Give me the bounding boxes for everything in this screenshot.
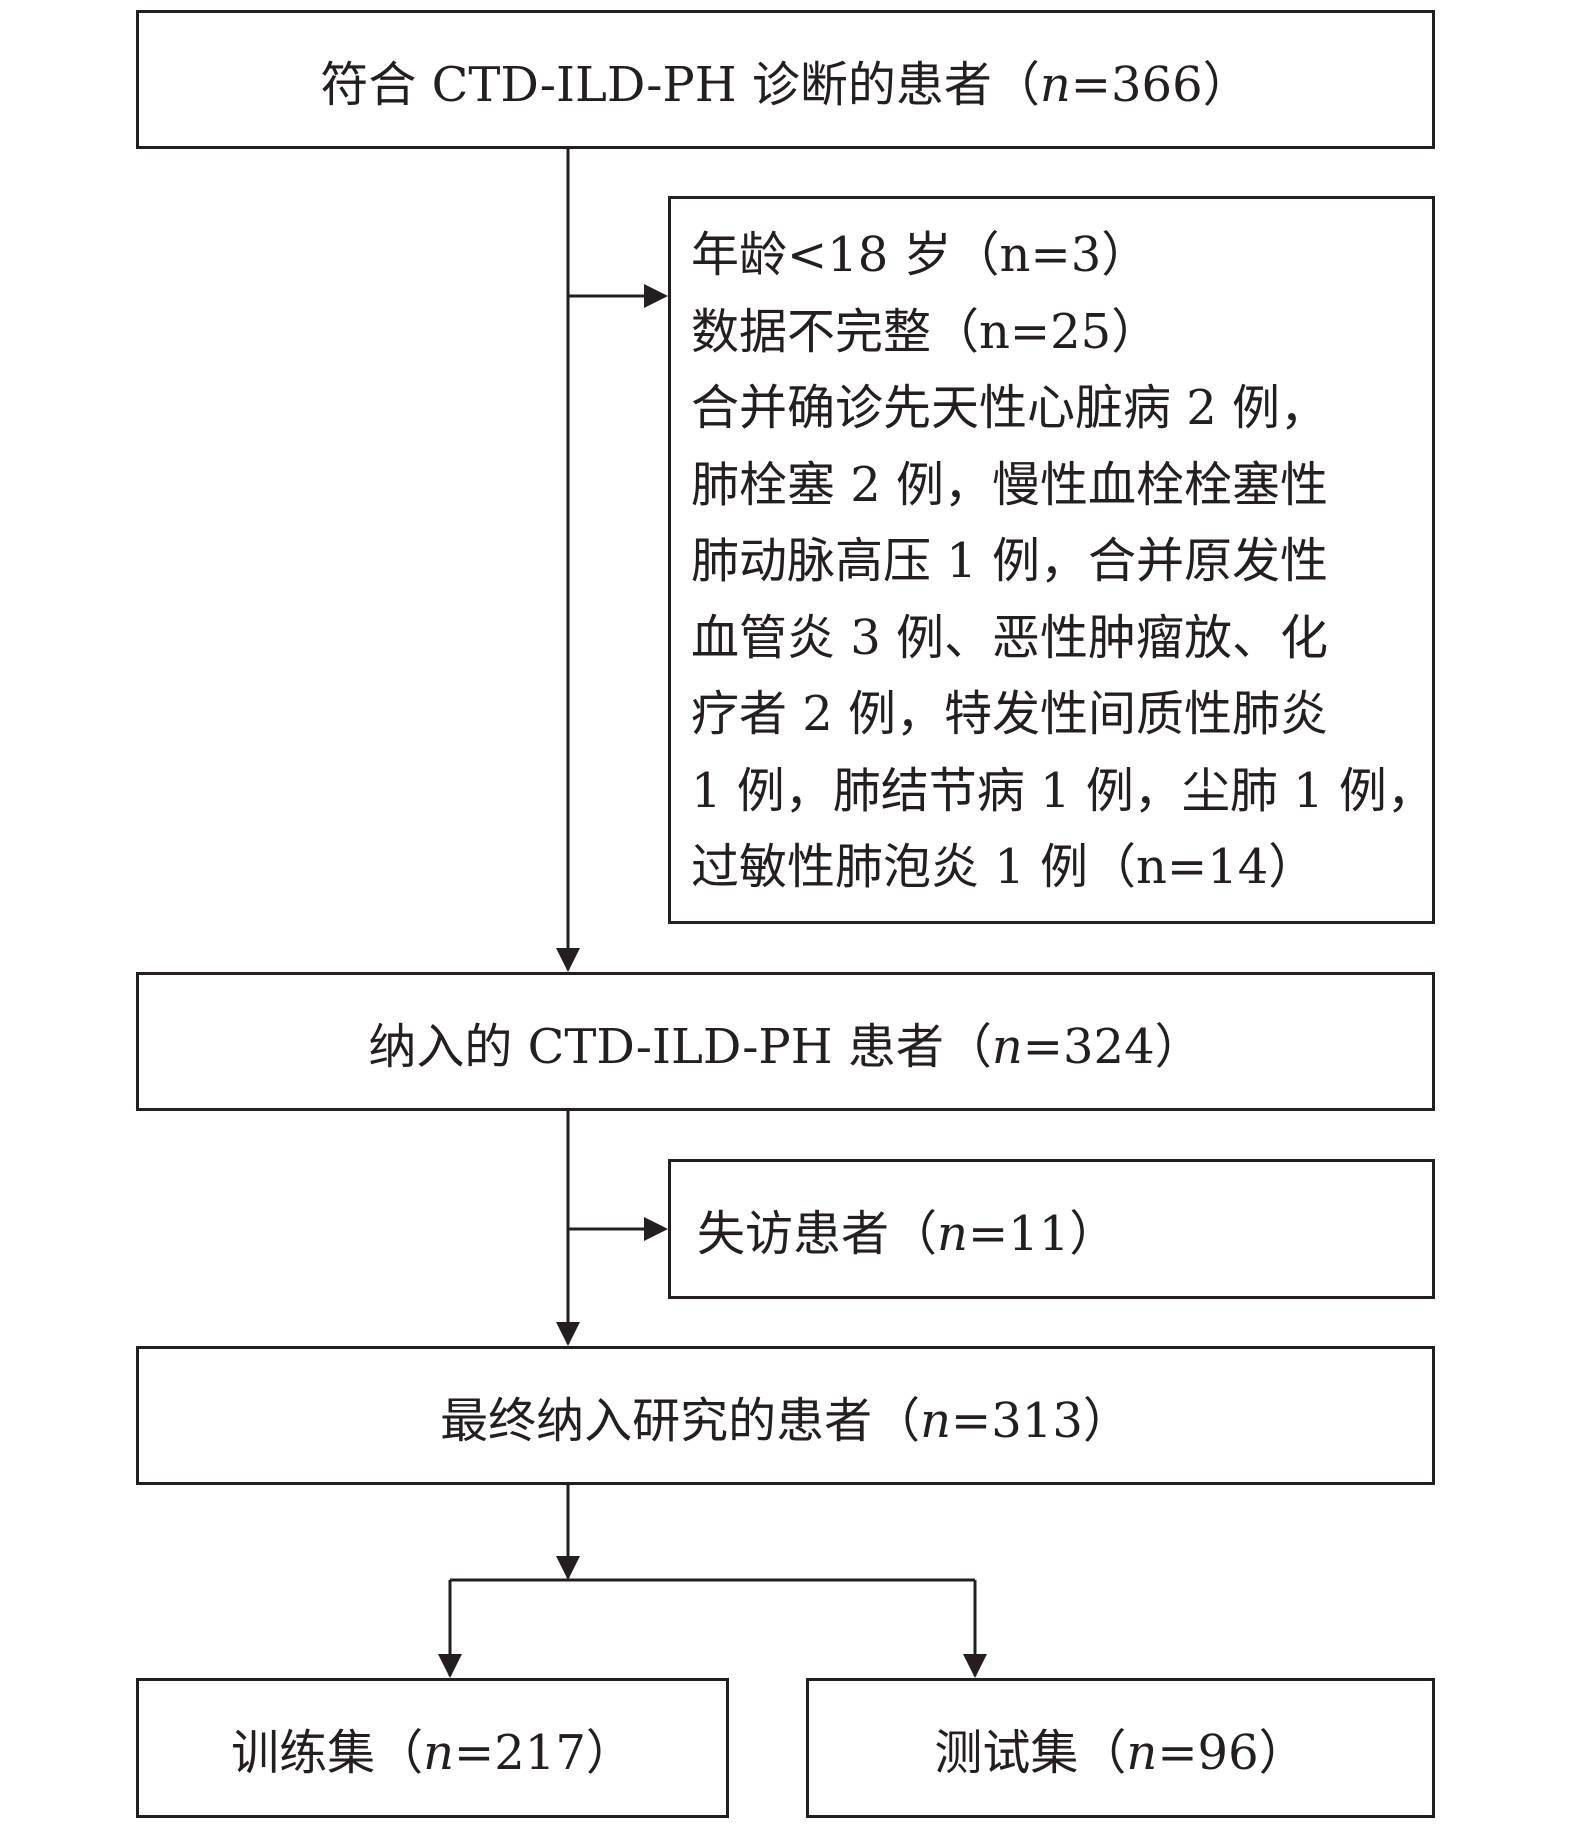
training-text: 训练集（ <box>231 1725 424 1781</box>
exclusion-line: 1 例，肺结节病 1 例，尘肺 1 例， <box>691 762 1435 819</box>
final-patients-label: 最终纳入研究的患者（n=313） <box>440 1381 1131 1451</box>
included-n-var: n <box>991 1018 1023 1075</box>
exclusion-line: 疗者 2 例，特发性间质性肺炎 <box>691 686 1329 742</box>
arrowhead-split <box>556 1556 580 1580</box>
exclusion-box: 年龄<18 岁（n=3） 数据不完整（n=25） 合并确诊先天性心脏病 2 例，… <box>668 196 1435 924</box>
test-set-label: 测试集（n=96） <box>934 1713 1306 1783</box>
exclusion-line: 过敏性肺泡炎 1 例（n=14） <box>691 839 1317 895</box>
exclusion-lines: 年龄<18 岁（n=3） 数据不完整（n=25） 合并确诊先天性心脏病 2 例，… <box>691 217 1435 906</box>
test-set-box: 测试集（n=96） <box>806 1678 1435 1818</box>
training-count: =217） <box>454 1725 634 1781</box>
test-count: =96） <box>1157 1725 1307 1781</box>
exclusion-line: 年龄<18 岁（n=3） <box>691 227 1150 283</box>
test-n-var: n <box>1126 1725 1158 1781</box>
arrowhead-lost <box>644 1217 668 1241</box>
eligible-n-var: n <box>1039 56 1071 113</box>
lost-n-var: n <box>937 1206 968 1262</box>
arrowhead-test <box>963 1654 987 1678</box>
lost-followup-label: 失访患者（n=11） <box>671 1194 1117 1264</box>
lost-followup-box: 失访患者（n=11） <box>668 1159 1435 1299</box>
eligible-patients-box: 符合 CTD-ILD-PH 诊断的患者（n=366） <box>136 10 1435 149</box>
included-patients-box: 纳入的 CTD-ILD-PH 患者（n=324） <box>136 972 1435 1111</box>
exclusion-line: 肺动脉高压 1 例，合并原发性 <box>691 533 1329 589</box>
lost-text: 失访患者（ <box>697 1206 938 1262</box>
eligible-text: 符合 CTD-ILD-PH 诊断的患者（ <box>320 56 1040 113</box>
exclusion-line: 数据不完整（n=25） <box>691 303 1160 360</box>
final-n-var: n <box>920 1392 952 1449</box>
test-text: 测试集（ <box>934 1725 1127 1781</box>
arrowhead-training <box>438 1654 462 1678</box>
training-n-var: n <box>423 1725 455 1781</box>
exclusion-line: 血管炎 3 例、恶性肿瘤放、化 <box>691 609 1329 666</box>
eligible-count: =366） <box>1070 56 1251 113</box>
included-patients-label: 纳入的 CTD-ILD-PH 患者（n=324） <box>368 1007 1202 1077</box>
included-count: =324） <box>1022 1018 1203 1075</box>
arrowhead-excluded1 <box>644 284 668 308</box>
training-set-label: 训练集（n=217） <box>231 1713 634 1783</box>
lost-count: =11） <box>967 1206 1118 1262</box>
final-patients-box: 最终纳入研究的患者（n=313） <box>136 1346 1435 1485</box>
final-count: =313） <box>951 1392 1131 1449</box>
eligible-patients-label: 符合 CTD-ILD-PH 诊断的患者（n=366） <box>320 45 1250 115</box>
training-set-box: 训练集（n=217） <box>136 1678 729 1818</box>
arrowhead-included <box>556 948 580 972</box>
final-text: 最终纳入研究的患者（ <box>440 1392 921 1449</box>
exclusion-line: 肺栓塞 2 例，慢性血栓栓塞性 <box>691 456 1329 513</box>
included-text: 纳入的 CTD-ILD-PH 患者（ <box>368 1018 992 1075</box>
exclusion-line: 合并确诊先天性心脏病 2 例， <box>691 380 1329 436</box>
arrowhead-final <box>556 1322 580 1346</box>
